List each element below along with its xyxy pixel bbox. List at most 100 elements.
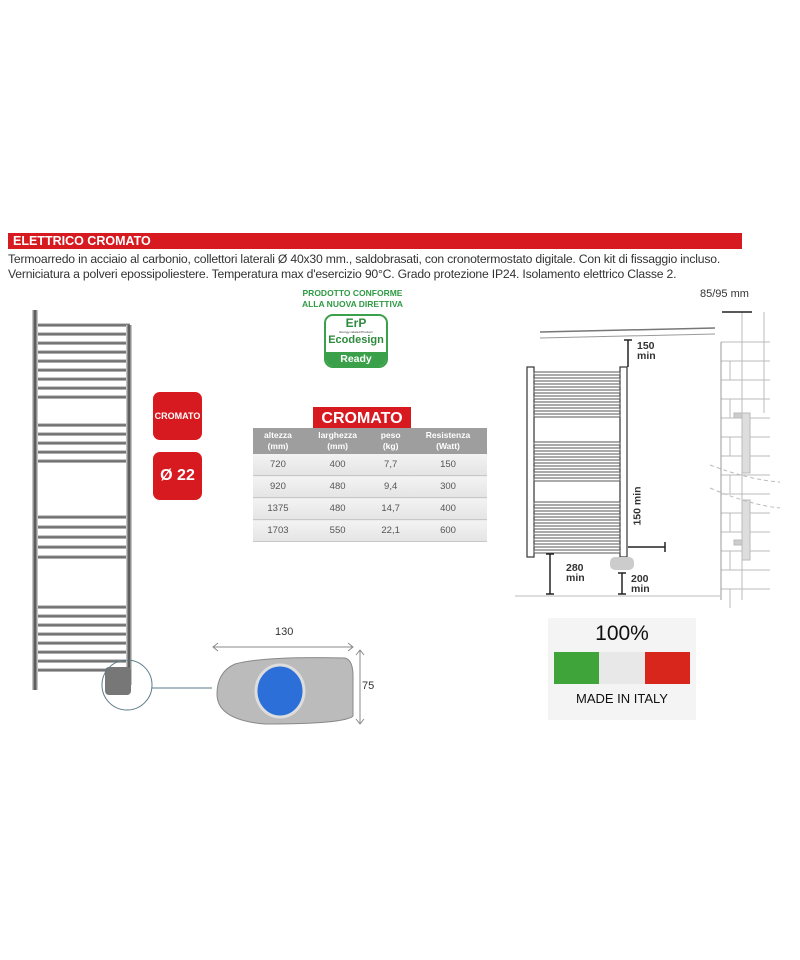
diagram-bar bbox=[533, 543, 621, 548]
diagram-bar bbox=[533, 531, 621, 536]
table-cell: 480 bbox=[302, 497, 373, 520]
col-header: altezza(mm) bbox=[253, 428, 303, 454]
table-cell: 14,7 bbox=[372, 497, 409, 520]
table-cell: 600 bbox=[409, 519, 487, 542]
table-cell: 1375 bbox=[253, 497, 303, 520]
diagram-bar bbox=[533, 453, 621, 458]
diagram-bar bbox=[533, 501, 621, 506]
top-gap-value: 150 bbox=[637, 340, 655, 352]
table-cell: 300 bbox=[409, 475, 487, 498]
percent-label: 100% bbox=[595, 622, 649, 645]
radiator-bar bbox=[35, 323, 130, 327]
radiator-bar bbox=[35, 423, 130, 427]
installation-diagram bbox=[515, 311, 781, 608]
col-header: peso(kg) bbox=[372, 428, 409, 454]
col-header-unit: (mm) bbox=[327, 441, 348, 451]
radiator-bar bbox=[35, 623, 130, 627]
erp-note: PRODOTTO CONFORME ALLA NUOVA DIRETTIVA bbox=[270, 288, 435, 310]
radiator-bar bbox=[35, 535, 130, 539]
radiator-bar bbox=[35, 515, 130, 519]
table-cell: 400 bbox=[302, 454, 373, 476]
diagram-bar bbox=[533, 459, 621, 464]
table-cell: 22,1 bbox=[372, 519, 409, 542]
radiator-bar bbox=[35, 432, 130, 436]
erp-logo-subtext: Energy-related Product bbox=[339, 330, 373, 334]
radiator-bar bbox=[35, 659, 130, 663]
erp-note-line: ALLA NUOVA DIRETTIVA bbox=[301, 299, 404, 309]
radiator-bar bbox=[35, 525, 130, 529]
spec-table: altezza(mm) larghezza(mm) peso(kg) Resis… bbox=[253, 428, 487, 542]
table-cell: 1703 bbox=[253, 519, 303, 542]
radiator-bar bbox=[35, 450, 130, 454]
depth-label: 85/95 mm bbox=[700, 288, 749, 300]
diagram-bar bbox=[533, 383, 621, 388]
thermostat-height-label: 75 bbox=[362, 680, 375, 692]
diagram-bar bbox=[533, 477, 621, 482]
col-header-label: altezza bbox=[264, 430, 292, 440]
erp-logo-text: Ecodesign bbox=[328, 334, 384, 346]
table-cell: 480 bbox=[302, 475, 373, 498]
gap-unit: min bbox=[566, 572, 585, 584]
flag-green bbox=[554, 652, 600, 684]
col-header-unit: (Watt) bbox=[436, 441, 460, 451]
top-gap-unit: min bbox=[637, 350, 656, 362]
diameter-badge: Ø 22 bbox=[153, 452, 202, 500]
radiator-bar bbox=[35, 386, 130, 390]
radiator-bar bbox=[35, 332, 130, 336]
radiator-bar bbox=[35, 341, 130, 345]
diagram-bar bbox=[533, 371, 621, 376]
col-header-unit: (kg) bbox=[382, 441, 399, 451]
diagram-bar bbox=[533, 395, 621, 400]
erp-logo-text: ErP bbox=[345, 316, 367, 330]
table-cell: 150 bbox=[409, 454, 487, 476]
radiator-bar bbox=[35, 555, 130, 559]
col-header-unit: (mm) bbox=[267, 441, 289, 451]
table-cell: 720 bbox=[253, 454, 303, 476]
radiator-bar bbox=[35, 350, 130, 354]
diagram-bar bbox=[533, 513, 621, 518]
thermostat-small bbox=[105, 667, 131, 695]
radiator-bar bbox=[35, 545, 130, 549]
gap-value: 280 bbox=[566, 562, 584, 574]
zoom-callout bbox=[101, 660, 212, 711]
erp-logo-text: Ready bbox=[326, 352, 386, 366]
diagram-bar bbox=[533, 413, 621, 418]
radiator-image bbox=[32, 310, 132, 695]
radiator-bar bbox=[35, 650, 130, 654]
radiator-bar bbox=[35, 632, 130, 636]
col-header-label: peso bbox=[380, 430, 401, 440]
product-description: Termoarredo in acciaio al carbonio, coll… bbox=[8, 252, 721, 281]
erp-note-line: PRODOTTO CONFORME bbox=[302, 288, 403, 298]
radiator-bar bbox=[35, 368, 130, 372]
col-header-label: larghezza bbox=[318, 430, 357, 440]
col-header: larghezza(mm) bbox=[302, 428, 373, 454]
diagram-bar bbox=[533, 507, 621, 512]
radiator-bar bbox=[35, 377, 130, 381]
thermostat-width-label: 130 bbox=[275, 626, 294, 638]
gap-unit: min bbox=[631, 583, 650, 595]
radiator-bar bbox=[35, 614, 130, 618]
table-cell: 400 bbox=[409, 497, 487, 520]
diagram-bar bbox=[533, 549, 621, 554]
diagram-bar bbox=[533, 537, 621, 542]
diagram-bar bbox=[533, 401, 621, 406]
radiator-bar bbox=[35, 359, 130, 363]
col-header: Resistenza(Watt) bbox=[409, 428, 487, 454]
table-cell: 9,4 bbox=[372, 475, 409, 498]
made-in-italy-label: MADE IN ITALY bbox=[576, 691, 668, 706]
table-cell: 920 bbox=[253, 475, 303, 498]
col-header-label: Resistenza bbox=[425, 430, 471, 440]
diagram-bar bbox=[533, 465, 621, 470]
diagram-bar bbox=[533, 471, 621, 476]
table-title: CROMATO bbox=[313, 407, 411, 428]
radiator-bar bbox=[35, 668, 130, 672]
diagram-bar bbox=[533, 377, 621, 382]
table-cell: 550 bbox=[302, 519, 373, 542]
